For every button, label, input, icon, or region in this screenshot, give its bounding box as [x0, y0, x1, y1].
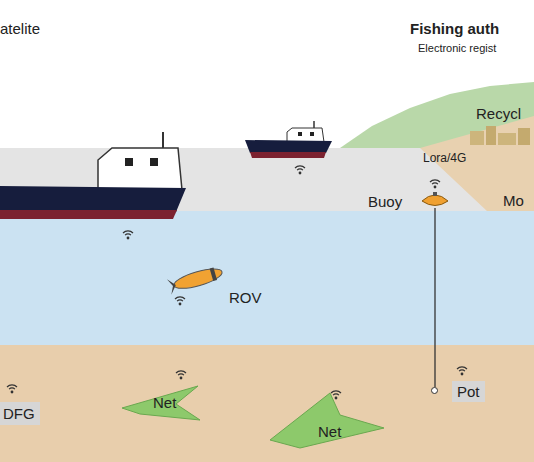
building [486, 126, 496, 145]
network-label: Lora/4G [423, 152, 466, 166]
small-ship [245, 121, 332, 158]
big-ship [0, 132, 186, 219]
window [298, 132, 302, 136]
buoy-antenna [433, 192, 437, 196]
ship-cabin [98, 148, 182, 190]
wireless-icon [457, 367, 467, 375]
water [0, 211, 534, 345]
window [125, 158, 133, 166]
net-shape: Net [120, 383, 202, 423]
pot-anchor [431, 387, 438, 394]
building [470, 131, 484, 145]
rov-body [172, 265, 224, 292]
buoy-node: Buoy [420, 192, 450, 208]
net-polygon [270, 393, 384, 448]
wireless-icon [123, 231, 133, 239]
window [150, 158, 158, 166]
node-text: Pot [452, 381, 485, 402]
node-text: DFG [3, 405, 35, 422]
rov-label: ROV [229, 289, 262, 306]
hull-stripe [250, 152, 326, 158]
recycling-plant [470, 126, 530, 145]
node-text: Net [318, 423, 341, 440]
wireless-icon [295, 166, 305, 174]
rov-fin [167, 277, 178, 294]
wireless-icon [175, 297, 185, 305]
net-outline [266, 390, 386, 450]
hull-stripe [0, 210, 177, 219]
building [498, 133, 516, 145]
wireless-icon [430, 180, 440, 188]
recycling-label: Recycl [476, 105, 521, 122]
building [518, 128, 530, 145]
rov-band [210, 268, 217, 282]
buoy-outline [420, 192, 450, 208]
rov-vehicle [167, 264, 224, 295]
ship-cabin [287, 128, 324, 142]
sky [0, 0, 534, 148]
land-hills [340, 82, 534, 148]
registry-label: Electronic regist [418, 42, 496, 55]
node-text: Buoy [368, 193, 402, 210]
authority-label: Fishing auth [410, 20, 499, 37]
pot-node: Pot [431, 387, 491, 407]
buoy-body [422, 195, 448, 206]
satellite-label: atelite [0, 20, 40, 37]
seabed [0, 345, 534, 462]
wireless-icon [7, 385, 17, 393]
buoy-rope [434, 208, 435, 387]
window [310, 132, 314, 136]
beach [420, 116, 534, 212]
node-text: Net [153, 394, 176, 411]
net-shape: Net [266, 390, 386, 450]
device-box: DFG [0, 402, 40, 425]
wireless-icon [176, 371, 186, 379]
ship-hull [245, 140, 332, 153]
place-label: Mo [503, 192, 524, 209]
ship-hull [0, 186, 186, 212]
net-polygon [122, 386, 200, 420]
